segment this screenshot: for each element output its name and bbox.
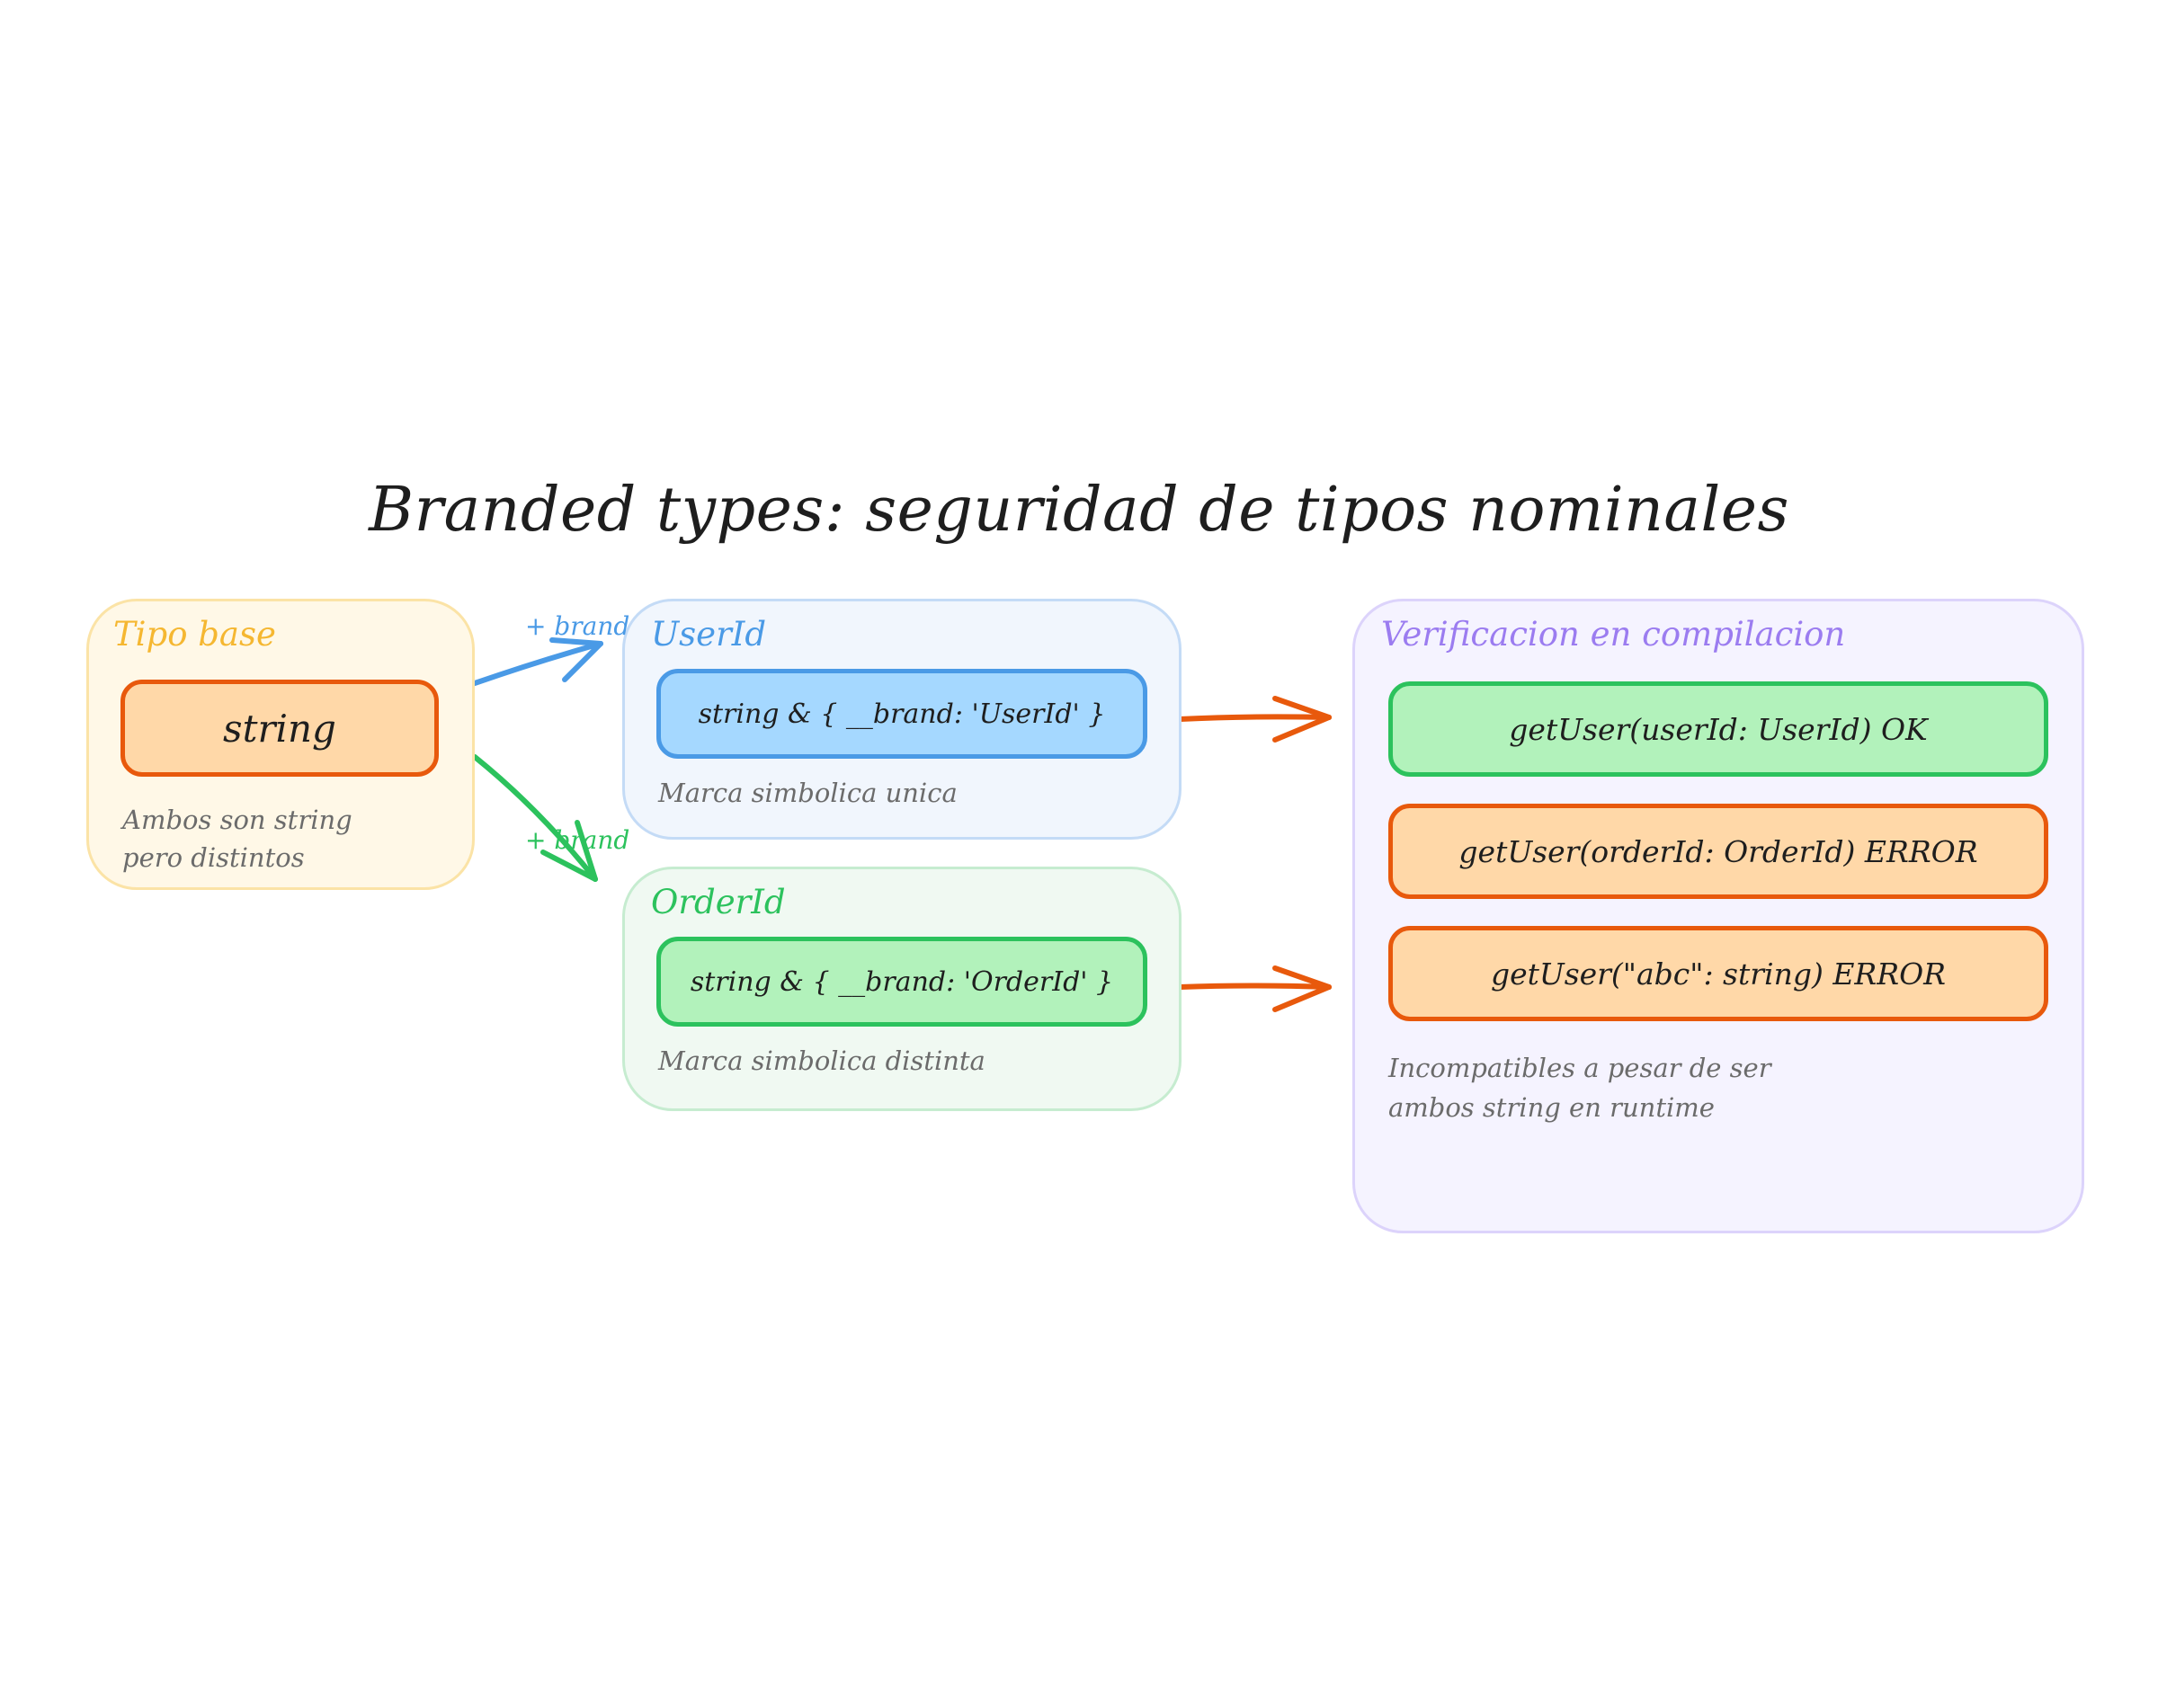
- orderid-note: Marca simbolica distinta: [658, 1045, 985, 1076]
- edge-string-to-orderid: [472, 754, 598, 882]
- check-item-error-string: getUser("abc": string) ERROR: [1388, 926, 2048, 1021]
- userid-type-node: string & { __brand: 'UserId' }: [656, 669, 1147, 759]
- userid-group-label: UserId: [651, 615, 767, 654]
- edge-string-to-userid: [472, 637, 603, 686]
- edge-orderid-to-check: [1177, 965, 1332, 1012]
- edge-label-brand-orderid: + brand: [525, 825, 630, 855]
- diagram-title: Branded types: seguridad de tipos nomina…: [369, 475, 1789, 546]
- base-type-note-line2: pero distintos: [122, 842, 305, 873]
- string-node: string: [120, 680, 439, 777]
- check-item-ok: getUser(userId: UserId) OK: [1388, 681, 2048, 777]
- check-item-error-orderid: getUser(orderId: OrderId) ERROR: [1388, 804, 2048, 899]
- edge-label-brand-userid: + brand: [525, 611, 630, 641]
- edge-userid-to-check: [1177, 696, 1332, 743]
- compile-check-note-line1: Incompatibles a pesar de ser: [1388, 1053, 1771, 1083]
- userid-note: Marca simbolica unica: [658, 778, 958, 808]
- orderid-type-node: string & { __brand: 'OrderId' }: [656, 937, 1147, 1027]
- base-type-note-line1: Ambos son string: [122, 805, 352, 835]
- compile-check-note-line2: ambos string en runtime: [1388, 1092, 1715, 1123]
- orderid-group-label: OrderId: [651, 883, 786, 921]
- base-type-group-label: Tipo base: [113, 615, 276, 654]
- compile-check-group-label: Verificacion en compilacion: [1381, 615, 1846, 654]
